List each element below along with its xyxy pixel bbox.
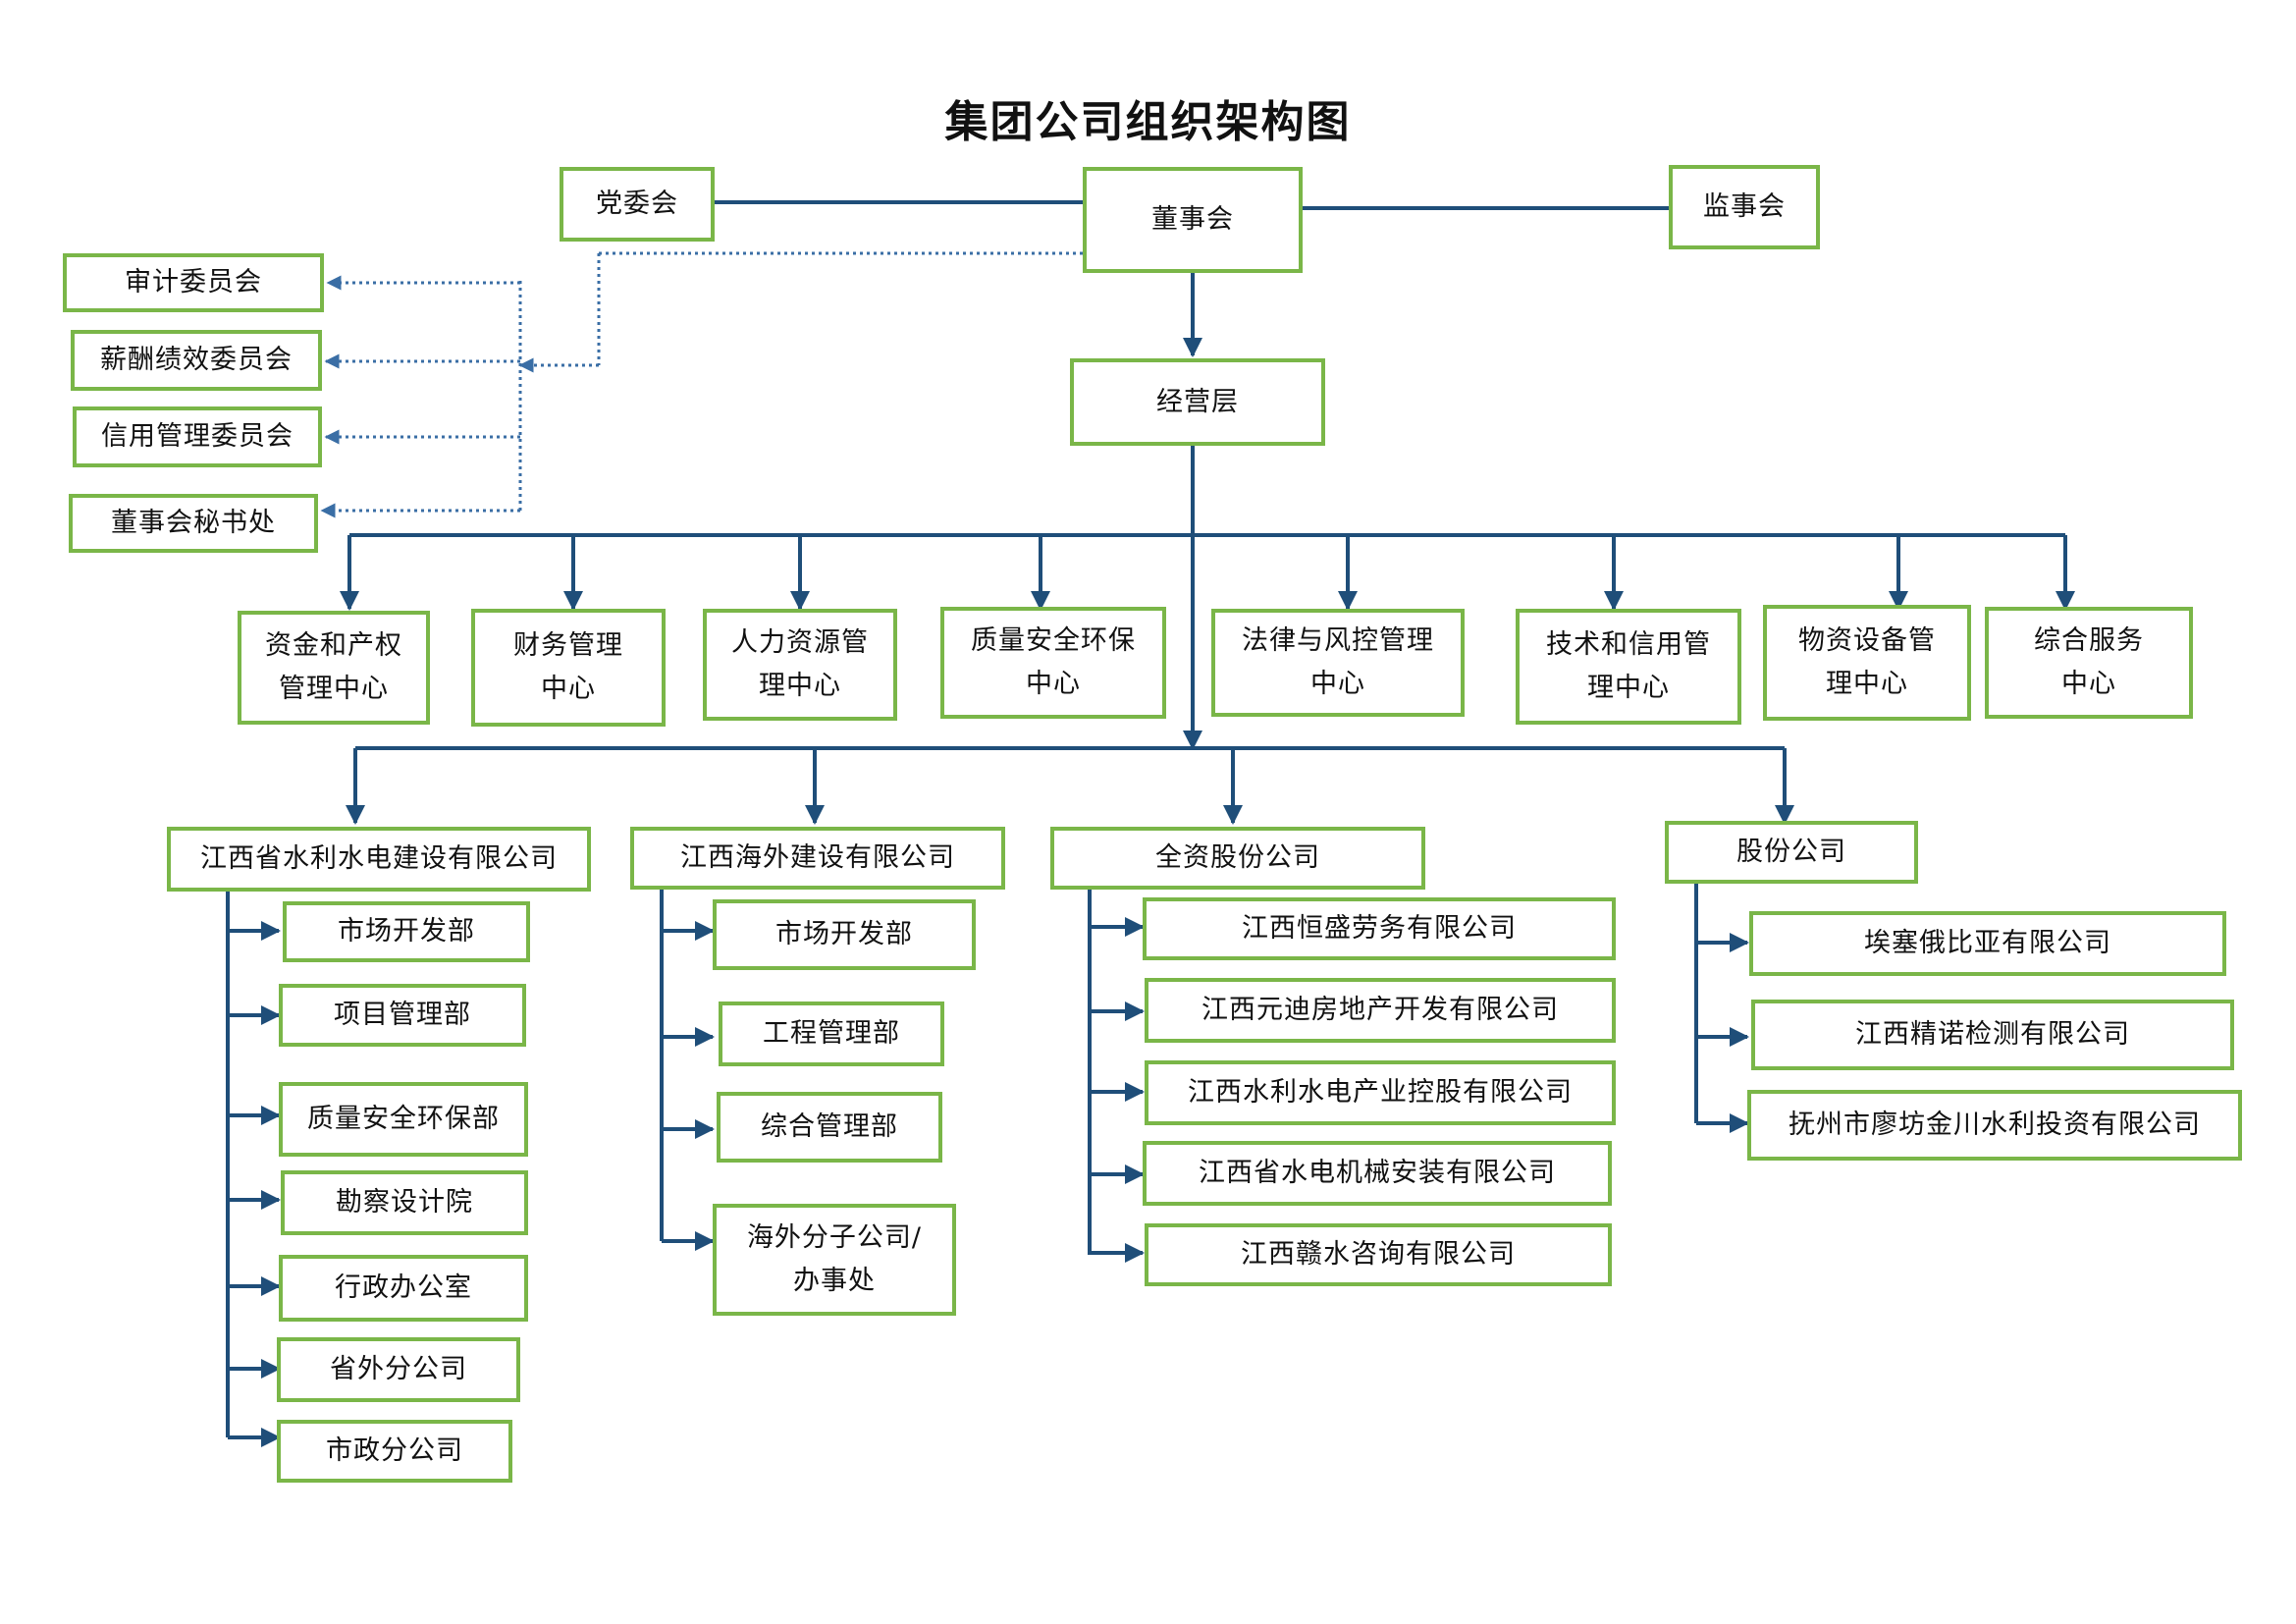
center-label-line1: 技术和信用管	[1546, 629, 1711, 660]
department-box: 勘察设计院	[281, 1170, 528, 1235]
company-box: 江西水利水电产业控股有限公司	[1145, 1060, 1616, 1125]
department-box: 市场开发部	[283, 901, 530, 962]
center-label-line2: 中心	[541, 674, 596, 704]
company-label: 江西恒盛劳务有限公司	[1242, 913, 1517, 944]
center-box: 物资设备管理中心	[1763, 605, 1971, 721]
department-label: 勘察设计院	[336, 1187, 473, 1218]
center-label-line2: 中心	[2061, 669, 2116, 699]
committee-label: 薪酬绩效委员会	[100, 345, 293, 375]
department-box: 省外分公司	[277, 1337, 520, 1402]
department-box: 市政分公司	[277, 1420, 512, 1483]
department-label-line1: 海外分子公司/	[746, 1222, 923, 1253]
subsidiary-label: 江西省水利水电建设有限公司	[200, 843, 558, 874]
committee-label: 信用管理委员会	[101, 421, 294, 452]
center-label-line1: 人力资源管	[731, 627, 869, 658]
department-label: 行政办公室	[335, 1272, 472, 1303]
chart-title: 集团公司组织架构图	[944, 97, 1352, 147]
committee-box: 审计委员会	[63, 253, 324, 312]
committee-label: 审计委员会	[125, 267, 262, 298]
company-label: 埃塞俄比亚有限公司	[1864, 928, 2111, 958]
center-label-line2: 理中心	[1587, 673, 1670, 703]
subsidiary-box: 江西省水利水电建设有限公司	[167, 827, 591, 892]
department-box: 市场开发部	[713, 899, 976, 970]
department-label: 项目管理部	[334, 1000, 471, 1030]
department-box: 项目管理部	[279, 984, 526, 1047]
committee-box: 董事会秘书处	[69, 494, 318, 553]
board-label: 董事会	[1151, 204, 1234, 235]
department-box: 质量安全环保部	[279, 1082, 528, 1157]
department-label: 综合管理部	[761, 1111, 898, 1142]
company-label: 江西元迪房地产开发有限公司	[1201, 995, 1559, 1025]
department-label: 质量安全环保部	[307, 1104, 500, 1134]
subsidiary-label: 股份公司	[1736, 837, 1846, 867]
department-label: 省外分公司	[330, 1354, 467, 1384]
company-label: 江西水利水电产业控股有限公司	[1188, 1077, 1573, 1108]
department-label: 市场开发部	[338, 916, 475, 947]
center-label-line1: 质量安全环保	[971, 625, 1136, 656]
department-label: 市场开发部	[775, 919, 913, 949]
company-box: 江西元迪房地产开发有限公司	[1145, 978, 1616, 1043]
center-label-line1: 财务管理	[513, 630, 623, 661]
company-label: 江西省水电机械安装有限公司	[1199, 1158, 1556, 1188]
committee-box: 薪酬绩效委员会	[71, 330, 322, 391]
board-box: 董事会	[1083, 167, 1303, 273]
department-box: 海外分子公司/办事处	[713, 1204, 956, 1316]
center-box: 人力资源管理中心	[703, 609, 897, 721]
subsidiary-box: 全资股份公司	[1050, 827, 1425, 890]
subsidiary-box: 江西海外建设有限公司	[630, 827, 1005, 890]
center-box: 法律与风控管理中心	[1211, 609, 1465, 717]
center-label-line1: 综合服务	[2034, 625, 2144, 656]
center-label-line1: 资金和产权	[265, 630, 402, 661]
company-label: 江西精诺检测有限公司	[1855, 1019, 2130, 1050]
company-label: 抚州市廖坊金川水利投资有限公司	[1789, 1110, 2201, 1140]
department-box: 综合管理部	[717, 1092, 942, 1163]
department-label: 工程管理部	[763, 1018, 900, 1049]
center-box: 质量安全环保中心	[940, 607, 1166, 719]
department-label-line2: 办事处	[792, 1266, 876, 1296]
department-box: 行政办公室	[279, 1255, 528, 1322]
department-label: 市政分公司	[326, 1435, 463, 1466]
supervisors-box: 监事会	[1669, 165, 1820, 249]
center-label-line1: 法律与风控管理	[1242, 625, 1434, 656]
management-box: 经营层	[1070, 358, 1325, 446]
center-label-line2: 管理中心	[279, 674, 389, 704]
company-box: 江西赣水咨询有限公司	[1145, 1223, 1612, 1286]
management-label: 经营层	[1156, 386, 1239, 417]
company-box: 江西恒盛劳务有限公司	[1143, 897, 1616, 960]
center-box: 技术和信用管理中心	[1516, 609, 1741, 725]
department-box: 工程管理部	[719, 1001, 944, 1066]
center-label-line2: 理中心	[759, 671, 841, 701]
party-committee-label: 党委会	[596, 189, 678, 219]
company-box: 抚州市廖坊金川水利投资有限公司	[1747, 1090, 2242, 1161]
center-label-line2: 理中心	[1826, 669, 1908, 699]
company-box: 江西精诺检测有限公司	[1751, 1000, 2234, 1070]
center-label-line2: 中心	[1310, 669, 1365, 699]
center-box: 财务管理中心	[471, 609, 666, 727]
center-box: 资金和产权管理中心	[238, 611, 430, 725]
party-committee-box: 党委会	[560, 167, 715, 242]
center-box: 综合服务中心	[1985, 607, 2193, 719]
subsidiary-label: 江西海外建设有限公司	[680, 842, 955, 873]
subsidiary-label: 全资股份公司	[1155, 842, 1320, 873]
supervisors-label: 监事会	[1703, 191, 1786, 222]
center-label-line2: 中心	[1026, 669, 1081, 699]
company-box: 埃塞俄比亚有限公司	[1749, 911, 2226, 976]
center-label-line1: 物资设备管	[1798, 625, 1936, 656]
company-box: 江西省水电机械安装有限公司	[1143, 1141, 1612, 1206]
committee-box: 信用管理委员会	[73, 406, 322, 467]
subsidiary-box: 股份公司	[1665, 821, 1918, 884]
committee-label: 董事会秘书处	[111, 508, 276, 538]
company-label: 江西赣水咨询有限公司	[1241, 1239, 1516, 1270]
